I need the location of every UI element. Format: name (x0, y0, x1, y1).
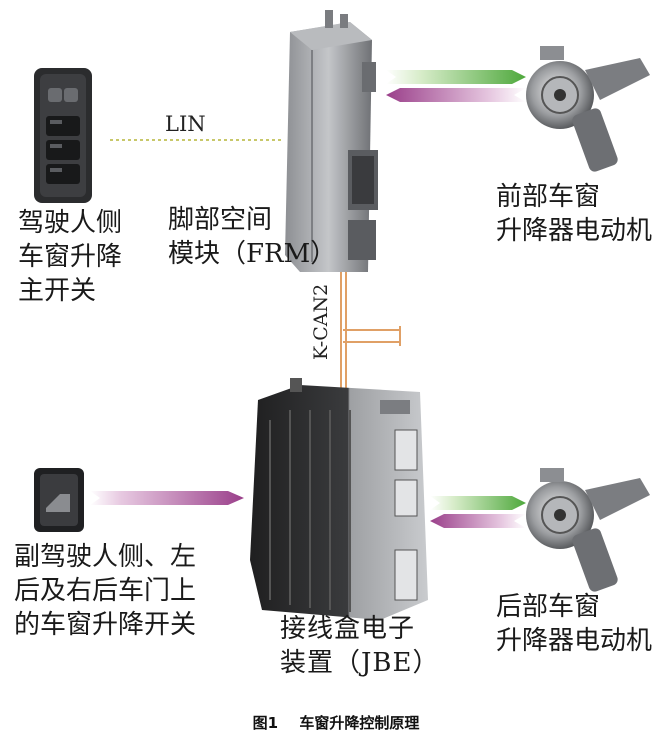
rear-purple-arrow (430, 514, 526, 528)
figure-number: 图1 (253, 714, 278, 732)
front-purple-arrow (386, 88, 526, 102)
figure-title: 车窗升降控制原理 (299, 714, 419, 732)
jbe-module-image (250, 378, 428, 620)
driver-switch-label: 驾驶人侧 车窗升降 主开关 (18, 206, 122, 308)
passenger-switch-label: 副驾驶人侧、左 后及右后车门上 的车窗升降开关 (14, 540, 196, 642)
front-motor-label: 前部车窗 升降器电动机 (496, 180, 652, 248)
frm-label: 脚部空间 模块（FRM） (168, 203, 336, 271)
figure-caption: 图1 车窗升降控制原理 (0, 712, 672, 733)
driver-master-switch-image (34, 68, 92, 203)
rear-motor-image (526, 468, 650, 593)
jbe-label: 接线盒电子 装置（JBE） (280, 612, 440, 680)
passenger-switch-image (34, 468, 84, 532)
lin-label: LIN (165, 112, 206, 136)
k-can2-bus (341, 272, 400, 395)
k-can2-label: K-CAN2 (310, 284, 332, 360)
rear-motor-label: 后部车窗 升降器电动机 (496, 590, 652, 658)
front-motor-image (526, 46, 650, 173)
front-green-arrow (386, 70, 526, 84)
rear-green-arrow (430, 496, 526, 510)
passenger-purple-arrow (90, 491, 244, 505)
